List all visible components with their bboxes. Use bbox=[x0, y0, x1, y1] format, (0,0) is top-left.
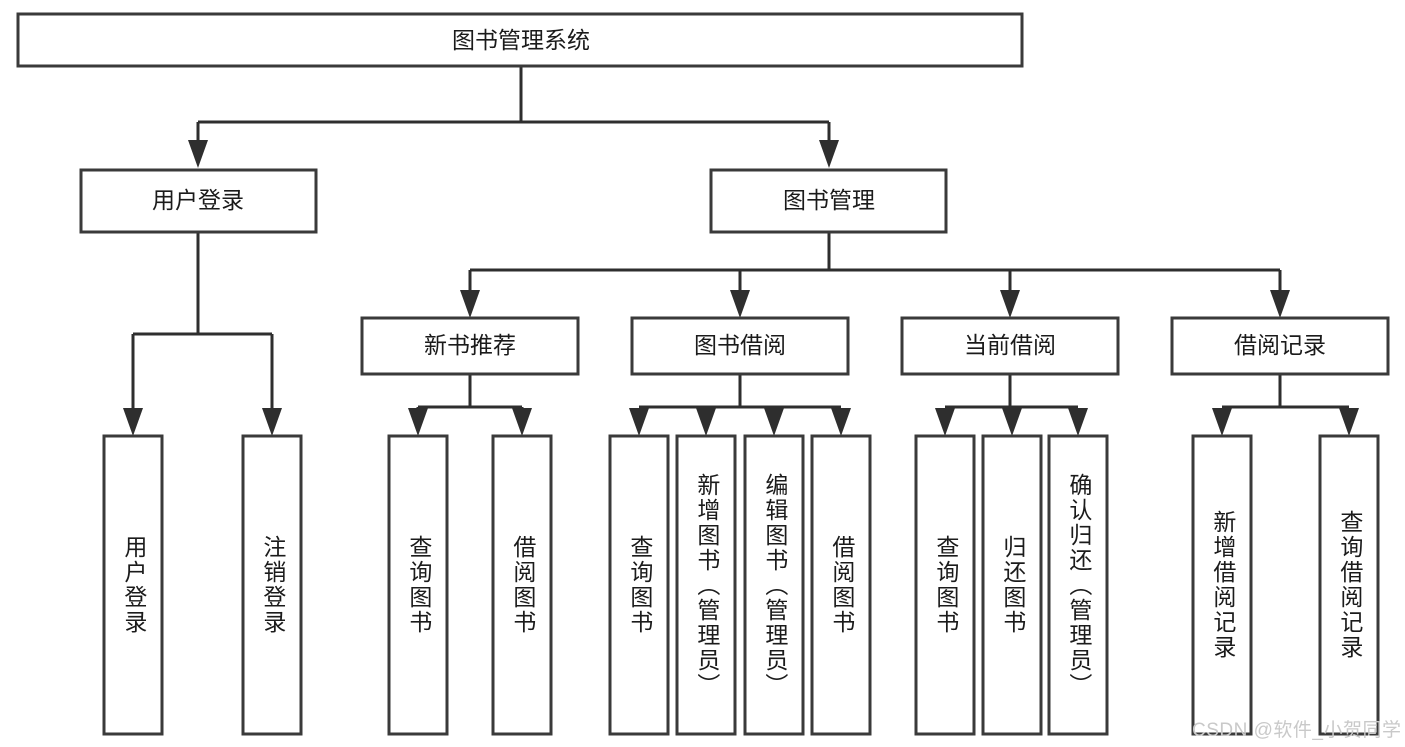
leaf-box-user-login-1[interactable] bbox=[241, 434, 303, 736]
node-root-box[interactable] bbox=[16, 12, 1024, 68]
arrow-borrow-leaf-1 bbox=[629, 408, 649, 436]
leaf-boxes-new-book-recommend bbox=[387, 434, 553, 736]
node-user-login-box[interactable] bbox=[79, 168, 318, 234]
node-book-borrow-box[interactable] bbox=[630, 316, 850, 376]
arrow-current-leaf-3 bbox=[1068, 408, 1088, 436]
leaf-box-user-login-0[interactable] bbox=[102, 434, 164, 736]
node-current-borrow-label: 当前借阅 bbox=[964, 332, 1056, 358]
leaf-boxes-user-login bbox=[102, 434, 303, 736]
arrow-current-leaf-2 bbox=[1002, 408, 1022, 436]
node-book-borrow[interactable]: 图书借阅 bbox=[630, 316, 850, 376]
arrow-borrow-leaf-3 bbox=[764, 408, 784, 436]
leaf-box-borrow-2[interactable] bbox=[743, 434, 805, 736]
arrow-l2-4 bbox=[1270, 290, 1290, 318]
node-root-label: 图书管理系统 bbox=[452, 27, 590, 53]
arrow-l2-1 bbox=[460, 290, 480, 318]
leaf-boxes-borrow-record bbox=[1191, 434, 1380, 736]
leaf-boxes-current-borrow bbox=[914, 434, 1109, 736]
leaf-box-recommend-0[interactable] bbox=[387, 434, 449, 736]
node-current-borrow[interactable]: 当前借阅 bbox=[900, 316, 1120, 376]
leaf-box-borrow-0[interactable] bbox=[608, 434, 670, 736]
node-borrow-record-label: 借阅记录 bbox=[1234, 332, 1326, 358]
leaf-box-record-1[interactable] bbox=[1318, 434, 1380, 736]
arrow-record-leaf-2 bbox=[1339, 408, 1359, 436]
node-borrow-record[interactable]: 借阅记录 bbox=[1170, 316, 1390, 376]
arrow-user-login-leaf-2 bbox=[262, 408, 282, 436]
connector-layer bbox=[123, 66, 1359, 436]
node-user-login-label: 用户登录 bbox=[152, 187, 244, 213]
leaf-box-borrow-3[interactable] bbox=[810, 434, 872, 736]
arrow-to-book-manage bbox=[819, 140, 839, 168]
node-new-book-recommend-box[interactable] bbox=[360, 316, 580, 376]
arrow-borrow-leaf-2 bbox=[696, 408, 716, 436]
watermark-text: CSDN @软件_小贺同学 bbox=[1192, 720, 1402, 741]
leaf-box-current-2[interactable] bbox=[1047, 434, 1109, 736]
arrow-l2-3 bbox=[1000, 290, 1020, 318]
node-root[interactable]: 图书管理系统 bbox=[16, 12, 1024, 68]
arrow-to-user-login bbox=[188, 140, 208, 168]
arrow-record-leaf-1 bbox=[1212, 408, 1232, 436]
arrow-user-login-leaf-1 bbox=[123, 408, 143, 436]
node-book-manage-label: 图书管理 bbox=[783, 187, 875, 213]
node-new-book-recommend[interactable]: 新书推荐 bbox=[360, 316, 580, 376]
node-current-borrow-box[interactable] bbox=[900, 316, 1120, 376]
leaf-box-current-1[interactable] bbox=[981, 434, 1043, 736]
node-book-manage[interactable]: 图书管理 bbox=[709, 168, 948, 234]
arrow-l2-2 bbox=[730, 290, 750, 318]
node-book-manage-box[interactable] bbox=[709, 168, 948, 234]
arrow-borrow-leaf-4 bbox=[831, 408, 851, 436]
node-borrow-record-box[interactable] bbox=[1170, 316, 1390, 376]
arrow-current-leaf-1 bbox=[935, 408, 955, 436]
node-book-borrow-label: 图书借阅 bbox=[694, 332, 786, 358]
arrow-recommend-leaf-1 bbox=[408, 408, 428, 436]
arrow-recommend-leaf-2 bbox=[512, 408, 532, 436]
leaf-boxes-book-borrow bbox=[608, 434, 872, 736]
leaf-box-current-0[interactable] bbox=[914, 434, 976, 736]
node-user-login[interactable]: 用户登录 bbox=[79, 168, 318, 234]
leaf-box-record-0[interactable] bbox=[1191, 434, 1253, 736]
node-new-book-recommend-label: 新书推荐 bbox=[424, 332, 516, 358]
leaf-box-recommend-1[interactable] bbox=[491, 434, 553, 736]
leaf-box-borrow-1[interactable] bbox=[675, 434, 737, 736]
